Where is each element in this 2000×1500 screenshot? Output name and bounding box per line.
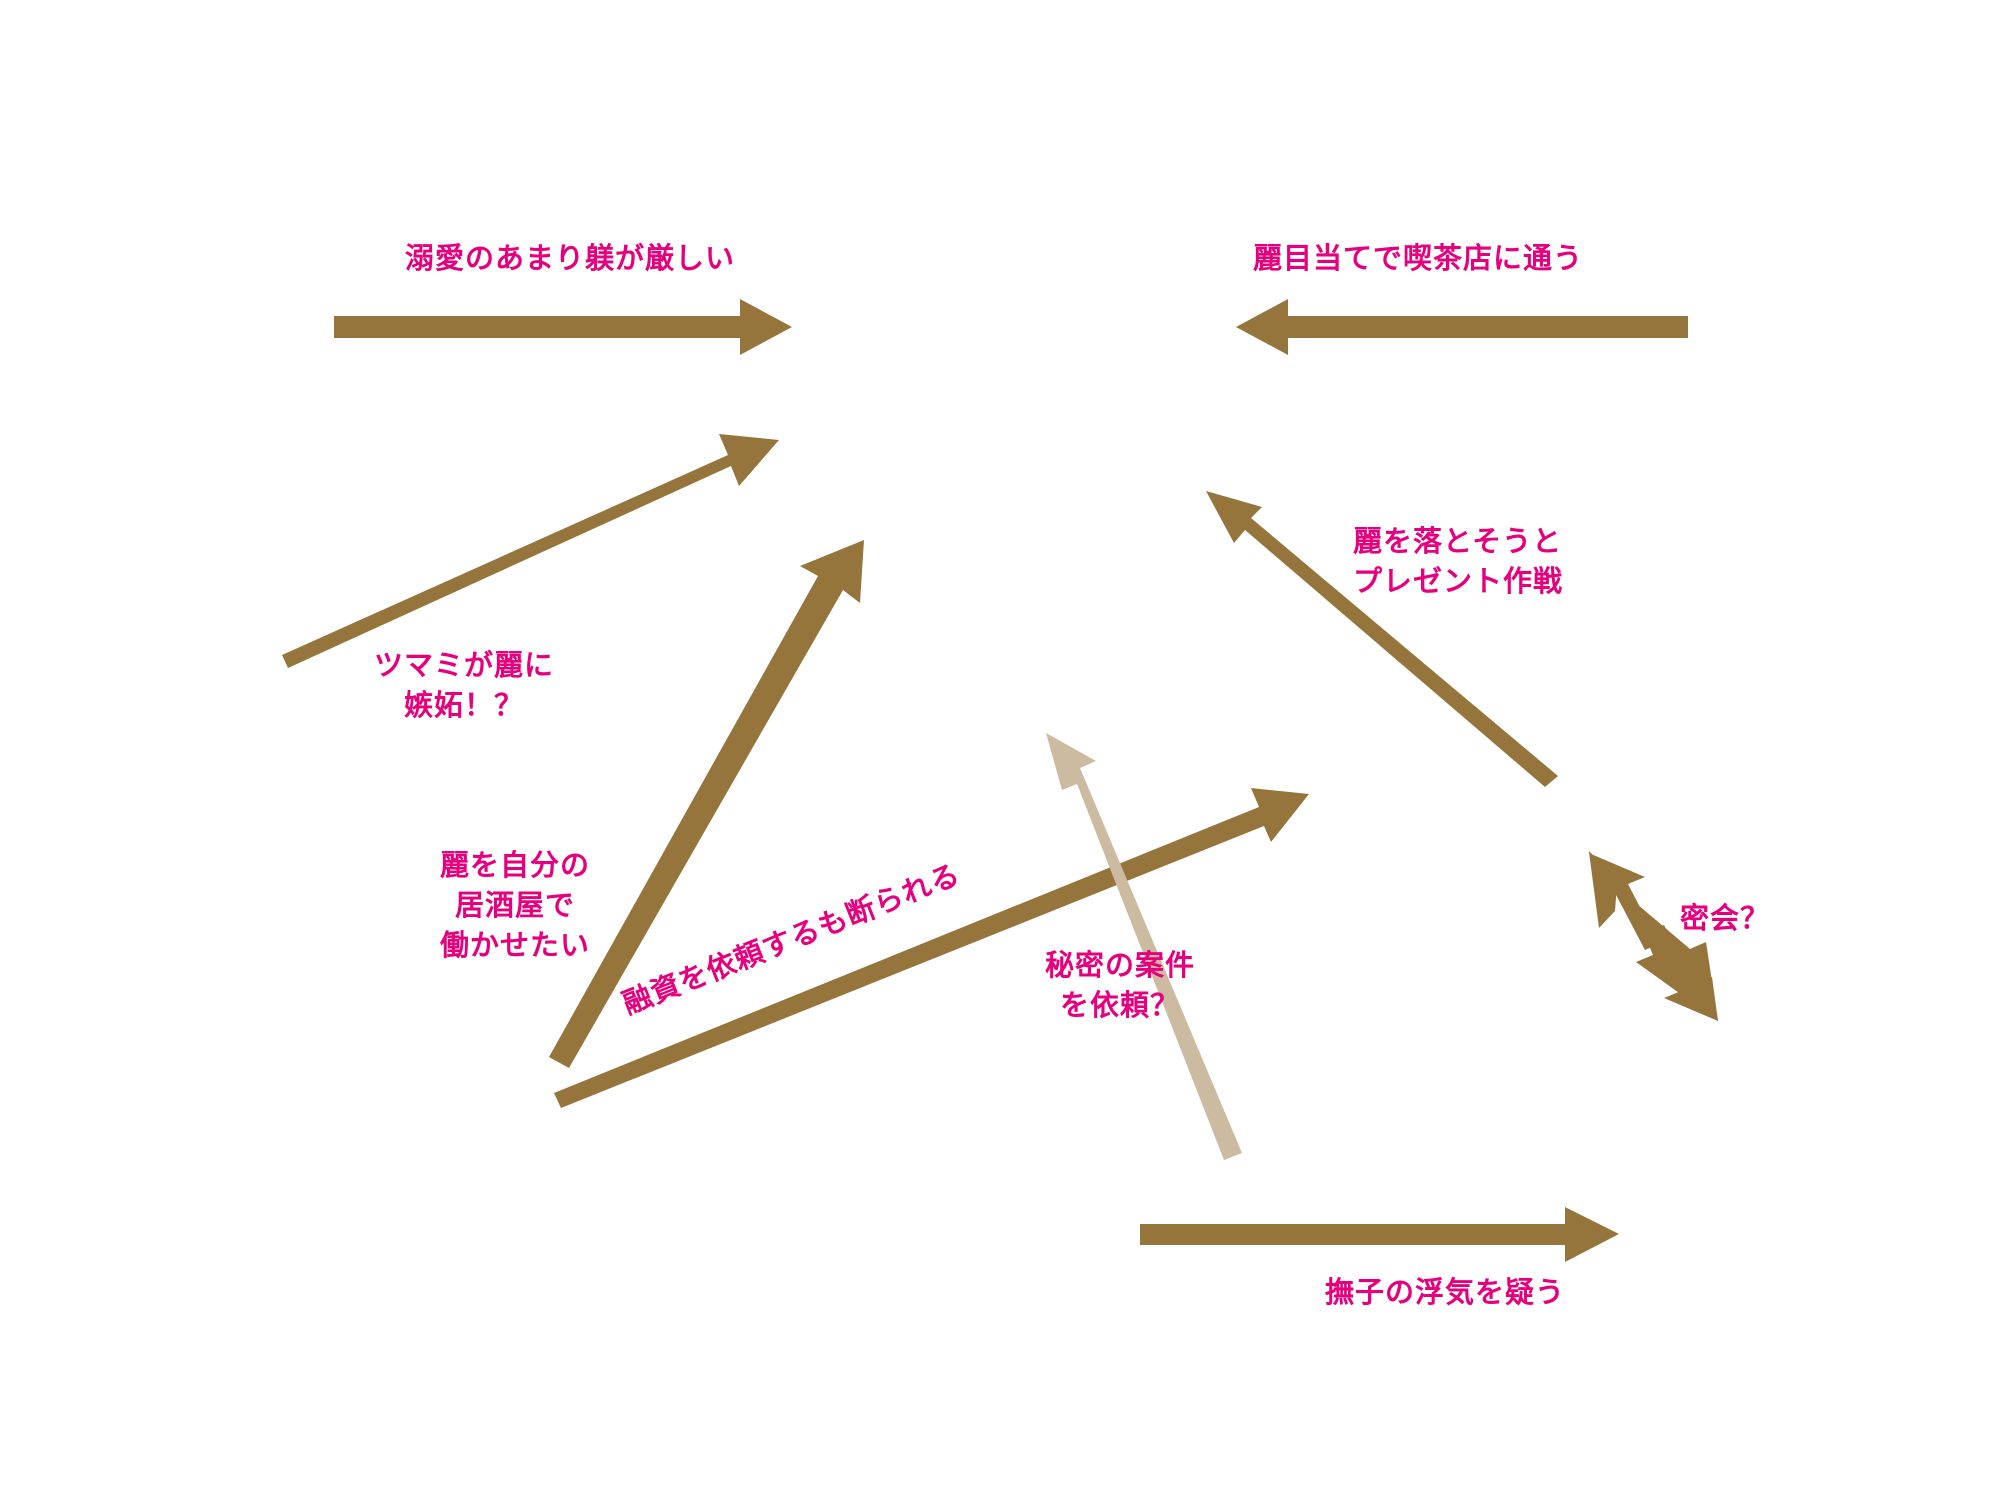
label-secret-meeting-text: 密会？ (1680, 901, 1771, 935)
label-suspect-affair: 撫子の浮気を疑う (1325, 1272, 1565, 1312)
label-izakaya-line-2: 居酒屋で (454, 888, 575, 922)
label-tsumami-line-1: ツマミが麗に (374, 648, 555, 682)
label-izakaya-work: 麗を自分の 居酒屋で 働かせたい (430, 845, 600, 965)
arrow-secret-meeting-head-down (1650, 925, 1718, 1021)
arrow-tsumami-jealousy (282, 434, 779, 668)
label-present-line-1: 麗を落とそうと (1353, 524, 1563, 558)
label-secret-case-line-1: 秘密の案件 (1044, 948, 1195, 982)
arrow-suspect-affair (1140, 1207, 1619, 1262)
label-secret-case-line-2: を依頼？ (1059, 988, 1180, 1022)
label-present-line-2: プレゼント作戦 (1353, 564, 1564, 598)
label-izakaya-line-1: 麗を自分の (439, 848, 590, 882)
label-suspect-affair-text: 撫子の浮気を疑う (1325, 1275, 1566, 1309)
label-secret-case: 秘密の案件 を依頼？ (1030, 945, 1210, 1025)
label-present-strategy: 麗を落とそうと プレゼント作戦 (1353, 521, 1563, 601)
arrow-izakaya-work (549, 540, 864, 1068)
arrow-secret-case (1046, 733, 1242, 1160)
label-cafe-visits-text: 麗目当てで喫茶店に通う (1253, 241, 1584, 275)
arrow-present-strategy (1206, 491, 1558, 787)
arrow-cafe-visits (1236, 299, 1688, 355)
label-tsumami-jealousy: ツマミが麗に 嫉妬！？ (374, 645, 554, 725)
label-doting-discipline-text: 溺愛のあまり躾が厳しい (405, 241, 736, 275)
arrow-doting-discipline (334, 299, 792, 355)
label-cafe-visits: 麗目当てで喫茶店に通う (1253, 238, 1583, 278)
label-secret-meeting: 密会？ (1680, 898, 1770, 938)
label-tsumami-line-2: 嫉妬！？ (404, 688, 525, 722)
label-doting-discipline: 溺愛のあまり躾が厳しい (405, 238, 735, 278)
arrow-secret-meeting-head-up (1591, 854, 1659, 950)
label-izakaya-line-3: 働かせたい (439, 928, 590, 962)
